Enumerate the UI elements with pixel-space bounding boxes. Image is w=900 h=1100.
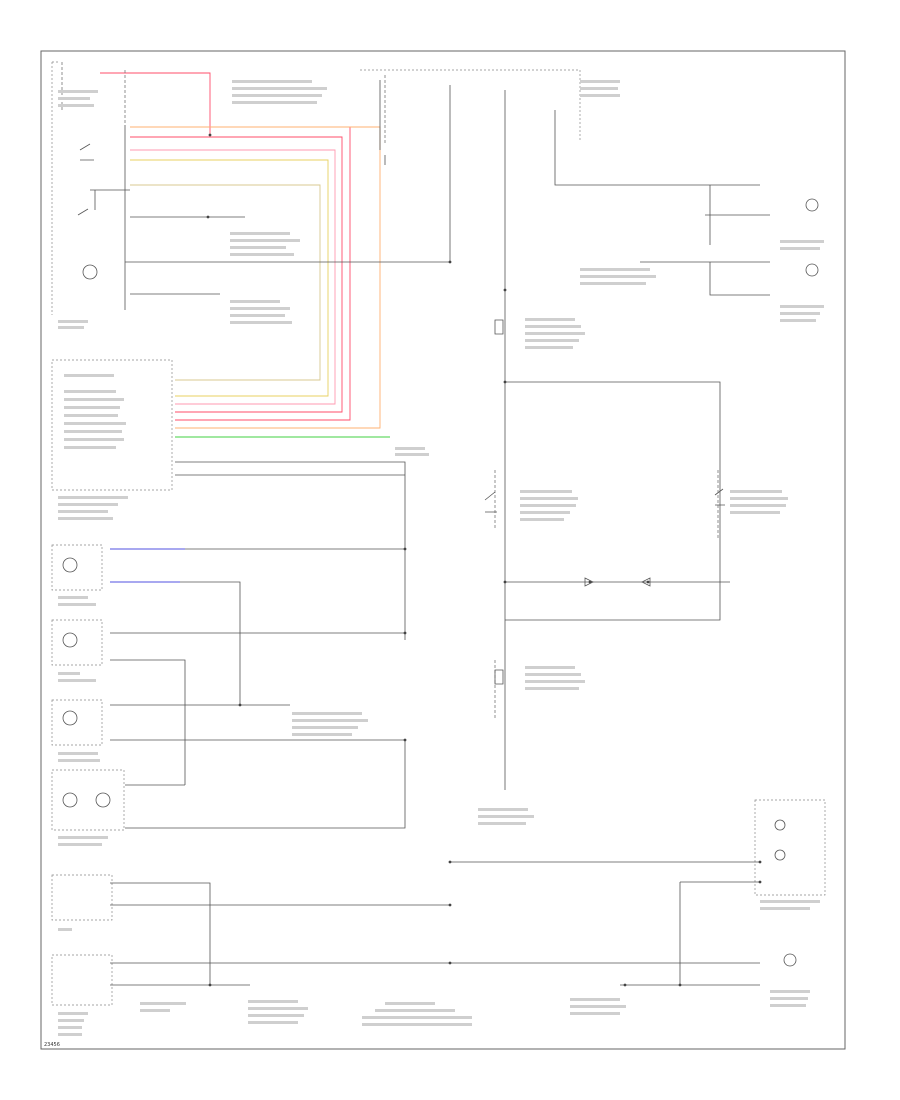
node [206, 215, 210, 219]
hvac-control-module-box [51, 954, 113, 1006]
node [678, 983, 682, 987]
panel-lamp-switch-box [51, 544, 103, 591]
wire-radio-1 [110, 882, 211, 985]
bulb-icon [82, 264, 98, 280]
lamp-switch-2-box [51, 619, 103, 666]
node [208, 133, 212, 137]
wire-tan [130, 184, 321, 381]
wire-panel-2 [180, 581, 241, 705]
battery-current-sensor-box [51, 61, 60, 315]
outside-rearview-mirror-box [51, 769, 125, 831]
bulb-icon [62, 792, 78, 808]
node [588, 580, 592, 584]
wire-cluster-2 [679, 881, 760, 985]
bulb-icon [774, 849, 786, 861]
relay-symbols [77, 143, 725, 685]
colored-wires [100, 72, 390, 583]
lamp-switch-3-box [51, 699, 103, 746]
label-marks [58, 80, 824, 1036]
bulb-icon [62, 710, 78, 726]
wire-yellow [130, 159, 329, 397]
fuse-block-box [360, 69, 581, 140]
bulb-icon [805, 263, 819, 277]
wire-orange [130, 126, 381, 429]
diode-icon [584, 577, 594, 587]
node [403, 738, 407, 742]
switch-icon [77, 208, 89, 216]
instrument-panel-cluster-box [754, 799, 826, 896]
component-boxes [51, 61, 826, 1006]
wire-fuse-a [379, 80, 386, 165]
bulb-icon [62, 632, 78, 648]
wire-bcm-1 [175, 461, 406, 640]
switch-icon [79, 143, 94, 161]
footer-code: 23456 [44, 1042, 60, 1048]
wire-mirror-2 [125, 740, 406, 829]
switch-icon [714, 488, 725, 506]
wire-red-2 [130, 126, 351, 421]
bulb-icon [774, 819, 786, 831]
node [758, 860, 762, 864]
bulb-icon [783, 953, 797, 967]
diagram-frame [40, 50, 846, 1050]
bulb-icon [805, 198, 819, 212]
node [623, 983, 627, 987]
node [503, 380, 507, 384]
node [758, 880, 762, 884]
relay-icon [494, 319, 504, 335]
wire-fuse-d [554, 110, 760, 186]
wires [90, 80, 770, 986]
dashed-lines [61, 62, 719, 720]
node [448, 860, 452, 864]
node [208, 983, 212, 987]
wire-relay-loop [505, 381, 721, 621]
wire-red-3 [130, 136, 343, 413]
node [238, 703, 242, 707]
bulb-icon [62, 557, 78, 573]
switch-icon [484, 491, 497, 513]
node [448, 903, 452, 907]
body-control-module-box [51, 359, 173, 491]
wire-panel-4 [110, 659, 186, 785]
node [503, 288, 507, 292]
connector-nodes [206, 133, 762, 987]
node [403, 547, 407, 551]
lamp-symbols [62, 198, 819, 967]
wire-red-1 [100, 72, 211, 135]
wire-switch-1 [90, 189, 130, 210]
wire-passenger-2 [640, 261, 770, 296]
wire-passenger-1 [705, 185, 770, 245]
bulb-icon [95, 792, 111, 808]
node [403, 631, 407, 635]
node [448, 260, 452, 264]
wire-pink [130, 149, 336, 405]
radio-box [51, 874, 113, 921]
node [646, 580, 650, 584]
node [503, 580, 507, 584]
diode-icon [641, 577, 651, 587]
relay-icon [494, 669, 504, 685]
node [448, 961, 452, 965]
